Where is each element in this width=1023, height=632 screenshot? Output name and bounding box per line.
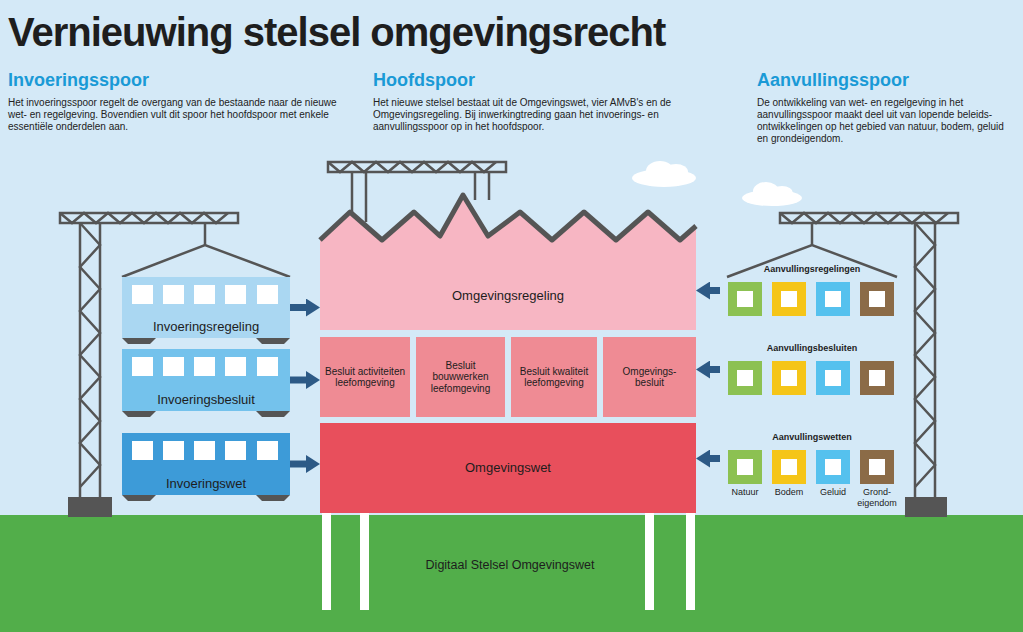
theme-label: Grond- eigendom: [852, 487, 902, 509]
title: Vernieuwing stelsel omgevingsrecht: [8, 10, 665, 55]
law-box: Omgevingswet: [320, 423, 696, 513]
ground: [0, 515, 1023, 632]
node-label: Besluit bouwwerken leefomgeving: [420, 360, 501, 395]
decree-box: Besluit kwaliteit leefomgeving: [511, 337, 597, 417]
node-label: Aanvullingsregelingen: [764, 264, 861, 274]
flow-arrow: [708, 366, 720, 373]
crane-base: [68, 497, 112, 517]
node-label: Omgevingswet: [465, 461, 551, 476]
node-label: Invoeringsregeling: [153, 320, 259, 335]
decree-box: Besluit bouwwerken leefomgeving: [416, 337, 505, 417]
law-box: [320, 423, 696, 513]
track-heading: Invoeringsspoor: [8, 70, 348, 92]
theme-label: Bodem: [769, 487, 809, 498]
cloud: [632, 161, 802, 206]
supplement-group: Aanvullingswetten: [720, 431, 904, 486]
decree-box: Besluit activiteiten leefomgeving: [320, 337, 410, 417]
node-label: Aanvullingsbesluiten: [767, 343, 858, 353]
module-box: Invoeringsbesluit: [122, 349, 290, 411]
track-heading: Aanvullingsspoor: [757, 70, 1017, 92]
theme-label: Geluid: [813, 487, 853, 498]
ground-band: Digitaal Stelsel Omgevingswet: [380, 545, 640, 585]
theme-label: Natuur: [725, 487, 765, 498]
crane-base: [905, 497, 947, 517]
flow-arrow: [290, 377, 308, 384]
node-label: Digitaal Stelsel Omgevingswet: [426, 558, 595, 572]
node-label: Invoeringswet: [166, 477, 246, 492]
track-description: Het invoeringsspoor regelt de overgang v…: [8, 97, 348, 133]
decree-box: Omgevings- besluit: [603, 337, 696, 417]
supplement-group: Aanvullingsbesluiten: [720, 342, 904, 397]
decree-box: [320, 337, 696, 417]
node-label: Omgevingsregeling: [452, 289, 564, 304]
track-description: De ontwikkeling van wet- en regelgeving …: [757, 97, 1017, 145]
building-floor: Omgevingsregeling: [320, 262, 696, 330]
crane: [727, 213, 958, 497]
flow-arrow: [290, 461, 308, 468]
building-roof: [320, 195, 696, 330]
node-label: Besluit activiteiten leefomgeving: [324, 366, 406, 389]
flow-arrow: [708, 455, 720, 462]
module: [122, 277, 290, 495]
track-heading: Hoofdspoor: [373, 70, 693, 92]
crane: [60, 213, 290, 497]
flow-arrow: [708, 287, 720, 294]
pillar: [322, 513, 695, 610]
node-label: Aanvullingswetten: [772, 432, 852, 442]
supplement-group: Aanvullingsregelingen: [720, 263, 904, 318]
node-label: Besluit kwaliteit leefomgeving: [515, 366, 593, 389]
roof-line: [320, 195, 696, 240]
node-label: Invoeringsbesluit: [157, 393, 255, 408]
window: [132, 285, 278, 460]
node-label: Omgevings- besluit: [607, 366, 692, 389]
track-description: Het nieuwe stelsel bestaat uit de Omgevi…: [373, 97, 698, 133]
flow-arrow: [290, 304, 308, 311]
module-box: Invoeringsregeling: [122, 277, 290, 338]
colour-block: [728, 282, 894, 484]
module-box: Invoeringswet: [122, 433, 290, 495]
module-foot: [122, 338, 290, 501]
